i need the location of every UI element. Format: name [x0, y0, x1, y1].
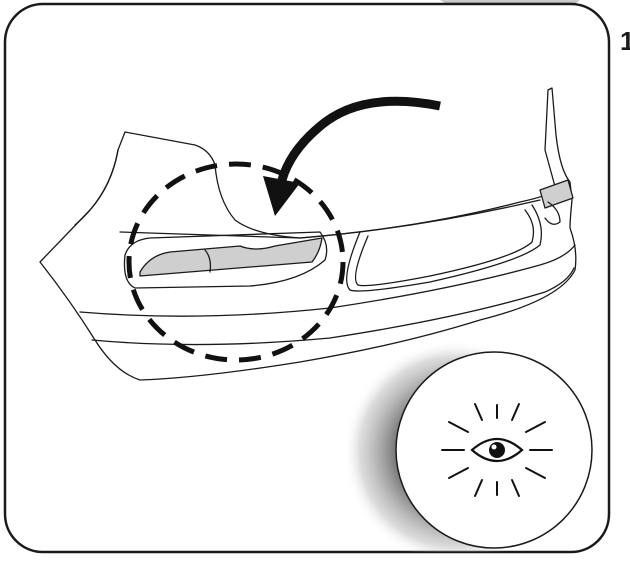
bumper-drawing [39, 87, 577, 381]
reflector [139, 237, 323, 277]
plate-recess-outer [346, 204, 543, 292]
dashed-circle-highlight [126, 161, 346, 363]
eye-icon [441, 403, 553, 497]
lower-crease-1 [79, 244, 576, 317]
curved-arrow-icon [263, 96, 441, 216]
plate-recess-inner [354, 209, 535, 287]
right-corner-light [539, 179, 574, 209]
fender-line [74, 149, 119, 226]
shoulder-line [119, 199, 541, 239]
lower-crease-2 [91, 267, 575, 346]
reflector-divider [204, 249, 212, 273]
step-number: 1 [620, 26, 630, 56]
right-corner-edge [544, 201, 561, 225]
reflector-recess [123, 231, 328, 289]
